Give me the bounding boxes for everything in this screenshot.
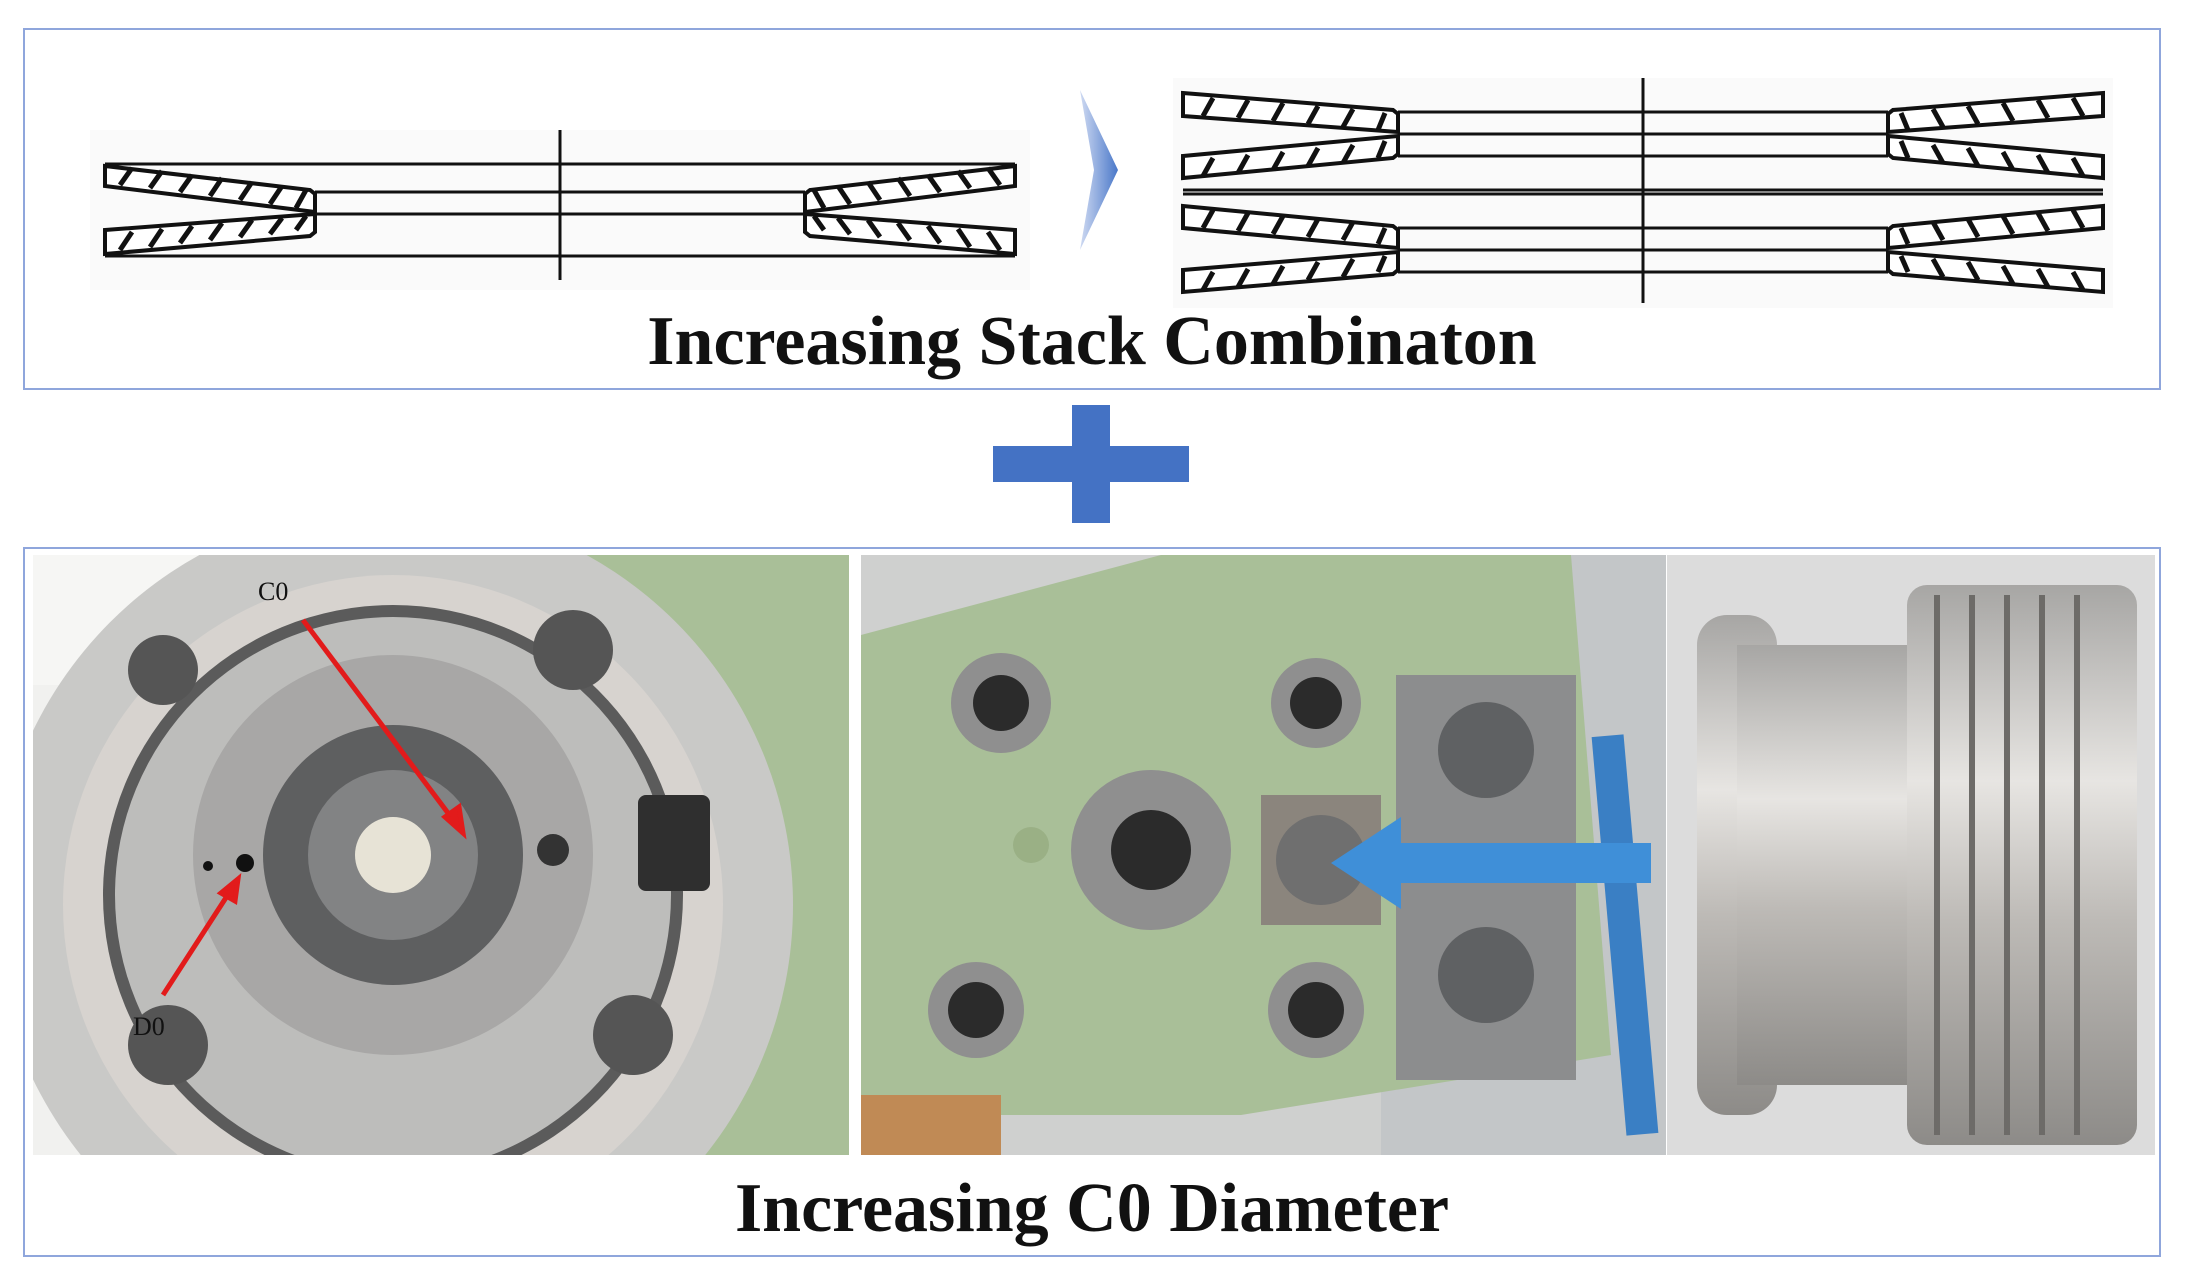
disc-spring-stack-photo	[1667, 555, 2155, 1155]
c0-diameter-panel: C0 D0	[23, 547, 2161, 1257]
chevron-right-icon	[1080, 90, 1118, 250]
fixture-closeup-photo: C0 D0	[33, 555, 849, 1155]
d0-label: D0	[133, 1012, 165, 1041]
single-spring-pair-drawing	[90, 130, 1030, 290]
plus-icon	[993, 405, 1189, 523]
stack-combination-caption: Increasing Stack Combinaton	[647, 303, 1537, 380]
c0-label: C0	[258, 577, 288, 606]
fixture-plate-photo	[861, 555, 1666, 1155]
doubled-spring-stack-drawing	[1173, 78, 2113, 308]
stack-combination-panel: Increasing Stack Combinaton	[23, 28, 2161, 390]
c0-diameter-caption: Increasing C0 Diameter	[734, 1170, 1450, 1247]
